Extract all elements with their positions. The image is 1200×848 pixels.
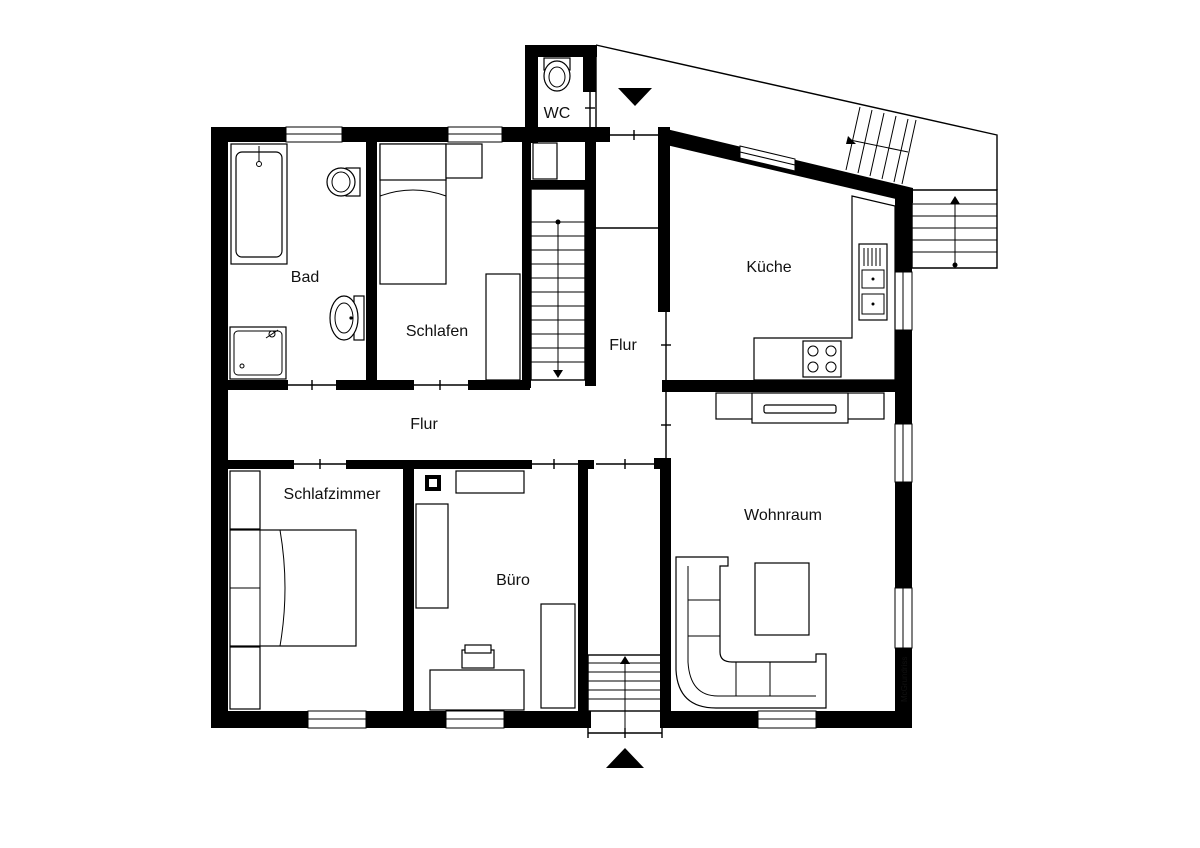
room-label-flur-main: Flur: [410, 416, 438, 433]
double-bed: [229, 529, 357, 647]
cabinet-small: [532, 142, 558, 180]
desk: [429, 669, 525, 711]
room-label-schlafen: Schlafen: [406, 323, 468, 340]
door-markers: [288, 92, 671, 738]
room-label-buero: Büro: [496, 572, 530, 589]
washbasin-bad: [329, 295, 365, 341]
nightstand: [445, 143, 483, 179]
shelf-buero: [455, 470, 525, 494]
coffee-table: [754, 562, 810, 636]
nightstand-right: [229, 646, 261, 710]
room-label-schlafzimmer: Schlafzimmer: [284, 486, 382, 503]
toilet-wc: [543, 57, 571, 92]
sideboard-tv: [715, 392, 885, 424]
entrance-arrow-south-icon: [606, 748, 644, 768]
room-label-bad: Bad: [291, 269, 319, 286]
toilet-bad: [326, 167, 361, 197]
desk-chair: [461, 644, 495, 669]
entrance-steps-south: [587, 654, 663, 728]
room-label-flur-upper: Flur: [609, 337, 637, 354]
room-label-wohnraum: Wohnraum: [744, 507, 822, 524]
nightstand-left: [229, 470, 261, 530]
interior-staircase: [530, 188, 586, 381]
bathtub: [230, 143, 288, 265]
shower-tray: [229, 326, 287, 380]
corner-sofa: [675, 556, 827, 709]
wardrobe-schlafen: [485, 273, 521, 381]
room-label-kueche: Küche: [746, 259, 791, 276]
cooktop: [802, 340, 842, 378]
credit-watermark: McGrundriss: [900, 657, 909, 702]
room-label-wc: WC: [544, 105, 571, 122]
exterior-stairs-east: [911, 189, 998, 269]
bed-single: [379, 143, 447, 285]
exterior-terrace-north: [595, 44, 998, 190]
kitchen-sink: [858, 243, 888, 321]
chimney-flue: [429, 479, 437, 487]
bookshelf-buero: [540, 603, 576, 709]
kitchen-counter: [753, 195, 896, 381]
cabinet-buero: [415, 503, 449, 609]
windows: [285, 126, 913, 729]
entrance-arrow-north-icon: [618, 88, 652, 106]
